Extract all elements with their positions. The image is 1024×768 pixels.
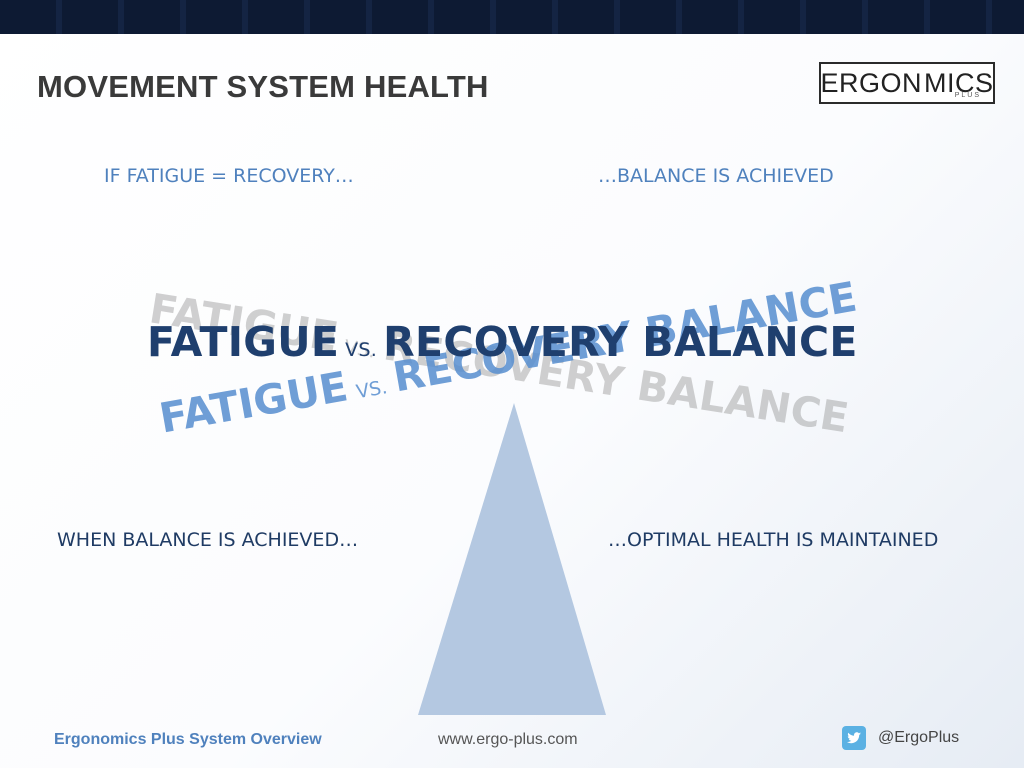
ergonomics-plus-logo: ERGON MICS PLUS [819,62,995,104]
headline-recovery-balance: RECOVERY BALANCE [383,318,858,366]
top-banner [0,0,1024,34]
logo-subtext: PLUS [954,92,981,99]
ghost-blue-vs: VS. [354,376,389,404]
twitter-icon[interactable] [842,726,866,750]
logo-text-left: ERGON [820,67,923,98]
caption-bottom-right: …OPTIMAL HEALTH IS MAINTAINED [608,529,939,551]
headline-vs: VS. [345,339,378,361]
caption-bottom-left: WHEN BALANCE IS ACHIEVED… [57,529,359,551]
footer-website-link[interactable]: www.ergo-plus.com [438,731,578,748]
footer-presentation-title: Ergonomics Plus System Overview [54,731,322,748]
twitter-handle: @ErgoPlus [878,729,960,746]
caption-top-left: IF FATIGUE = RECOVERY… [104,165,354,187]
ghost-blue-fatigue: FATIGUE [155,362,352,443]
logo-text-right: MICS [924,67,994,98]
fulcrum-triangle [418,403,606,715]
headline-fatigue: FATIGUE [147,318,340,366]
footer-twitter[interactable]: @ErgoPlus [842,726,959,750]
slide-title: MOVEMENT SYSTEM HEALTH [37,69,489,104]
caption-top-right: …BALANCE IS ACHIEVED [598,165,834,187]
